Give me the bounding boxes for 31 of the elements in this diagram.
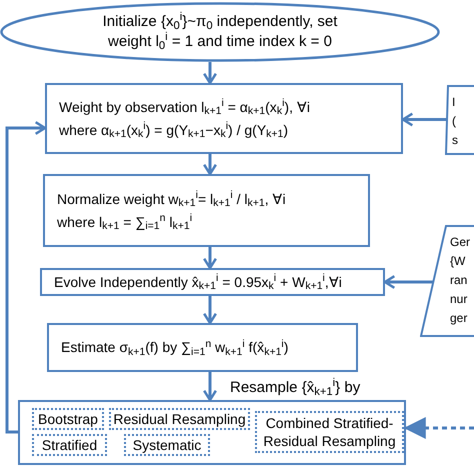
note-text: Ger {W ran nur ger [450, 234, 470, 327]
note-text: I ( s [452, 94, 458, 149]
arrow [202, 296, 218, 324]
method-box [255, 411, 404, 453]
method-box [32, 434, 107, 456]
method-text: Stratified [42, 436, 98, 454]
method-text: Bootstrap [38, 410, 98, 428]
arrow [402, 112, 447, 127]
step-text: Evolve Independently x̂$_{k+1}$$^{i}$ = 0.95x$_{k}$$^{i}$ + W$_{k+1}$$^{i}$,∀i [54, 271, 343, 294]
arrow [202, 62, 218, 84]
process-box [45, 83, 403, 154]
method-box [124, 434, 210, 456]
step-text: Resample {x̂$_{k+1}$$^{i}$} by [230, 378, 360, 398]
step-text: Weight by observation l$_{k+1}$$^{i}$ = α$_{k+1}$(x$_{k}$$^{i}$), ∀i [59, 96, 311, 118]
process-box [47, 323, 358, 372]
process-box [43, 174, 370, 247]
arrow [202, 247, 218, 270]
method-text: Systematic [132, 436, 202, 454]
method-text: Residual Resampling [113, 410, 246, 428]
step-text: where α$_{k+1}$(x$_{k}$$^{i}$) = g(Y$_{k+1}$−x$_{k}$$^{i}$) / g(Y$_{k+1}$) [59, 119, 290, 142]
arrow [384, 274, 433, 290]
arrow [202, 154, 218, 176]
step-text: Normalize weight w$_{k+1}$$^{i}$= l$_{k+1}$$^{i}$ / l$_{k+1}$, ∀i [57, 188, 287, 210]
method-text: Combined Stratified-Residual Resampling [262, 414, 397, 450]
process-box [40, 268, 385, 296]
arrow [202, 372, 218, 402]
step-text: Estimate σ$_{k+1}$(f) by ∑$_{i=1}$$^{n}$ w$_{k+1}$$^{i}$ f(x̂$_{k+1}$$^{i}$) [61, 336, 290, 359]
method-box [109, 408, 250, 430]
step-text: Initialize {x$_{0}$$^{i}$}~π$_{0}$ independently, set weight l$_{0}$$^{i}$ = 1 and time index k = 0 [102, 12, 338, 52]
arrow [6, 120, 46, 434]
method-box [32, 408, 104, 430]
